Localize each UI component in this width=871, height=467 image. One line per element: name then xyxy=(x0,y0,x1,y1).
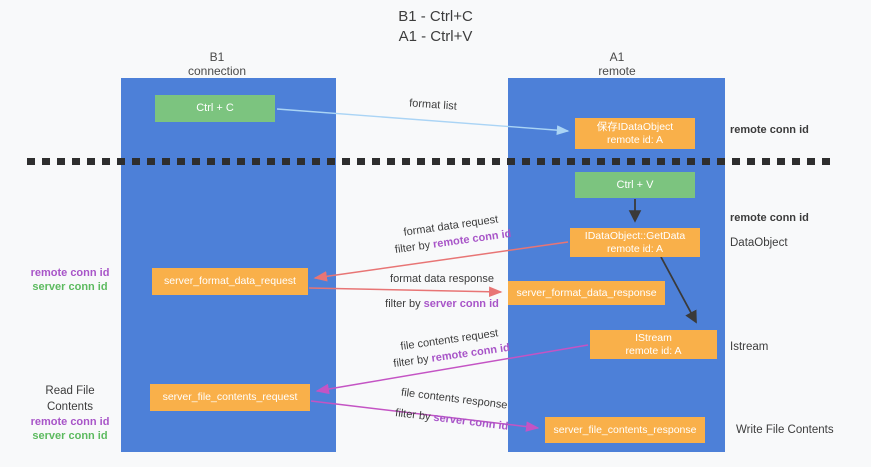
filter-prefix: filter by xyxy=(385,298,424,310)
page-title: B1 - Ctrl+C A1 - Ctrl+V xyxy=(0,7,871,47)
label-remote-conn-id-mid-right: remote conn id xyxy=(730,212,809,224)
node-server-format-data-request: server_format_data_request xyxy=(152,268,308,295)
lane-a1-name: A1 xyxy=(609,50,625,64)
label-group-read-file-contents: Read File Contents remote conn id server… xyxy=(22,383,118,443)
title-line-1: B1 - Ctrl+C xyxy=(398,8,473,25)
node-istream-line2: remote id: A xyxy=(625,344,682,357)
label-remote-conn-id-top-right: remote conn id xyxy=(730,124,809,136)
label-remote-conn-id-bottom-left: remote conn id xyxy=(30,416,110,428)
filter-prefix: filter by xyxy=(392,352,433,371)
node-server-file-contents-response: server_file_contents_response xyxy=(545,417,705,443)
node-istream-line1: IStream xyxy=(635,331,672,344)
label-read-file-contents: Read File Contents xyxy=(45,385,95,413)
filter-server-conn-id: server conn id xyxy=(423,298,499,310)
node-server-format-data-response-label: server_format_data_response xyxy=(516,286,657,299)
session-divider-dashed-line xyxy=(27,158,831,165)
label-group-conn-ids-top-left: remote conn id server conn id xyxy=(24,266,116,294)
node-server-format-data-response: server_format_data_response xyxy=(508,281,665,305)
node-ctrl-v-label: Ctrl + V xyxy=(616,178,654,191)
node-ctrl-c-label: Ctrl + C xyxy=(196,102,234,114)
node-server-file-contents-response-label: server_file_contents_response xyxy=(553,423,697,436)
label-dataobject: DataObject xyxy=(730,237,788,249)
lane-header-b1: B1 connection xyxy=(157,50,277,78)
lane-header-a1: A1 remote xyxy=(557,50,677,78)
node-saved-dataobject-line2: remote id: A xyxy=(606,133,664,146)
node-server-file-contents-request: server_file_contents_request xyxy=(150,384,310,411)
label-server-conn-id-bottom-left: server conn id xyxy=(32,430,108,442)
node-server-format-data-request-label: server_format_data_request xyxy=(164,275,296,287)
node-getdata-line2: remote id: A xyxy=(606,242,664,255)
format-data-response-text: format data response xyxy=(390,273,494,285)
label-write-file-contents: Write File Contents xyxy=(736,424,834,436)
filter-prefix: filter by xyxy=(394,407,435,424)
label-remote-conn-id-left: remote conn id xyxy=(30,267,110,279)
title-line-2: A1 - Ctrl+V xyxy=(398,28,473,45)
flow-label-format-data-response: format data response filter by server co… xyxy=(372,271,512,312)
node-saved-dataobject: 保存IDataObject remote id: A xyxy=(575,118,695,149)
flow-label-file-contents-response: file contents response filter by server … xyxy=(376,382,529,437)
format-data-response-filter: filter by server conn id xyxy=(372,296,512,312)
lane-b1-name: B1 xyxy=(209,50,225,64)
filter-prefix: filter by xyxy=(394,238,434,257)
filter-server-conn-id: server conn id xyxy=(432,411,509,433)
node-ctrl-v: Ctrl + V xyxy=(575,172,695,198)
flow-label-file-contents-request: file contents request filter by remote c… xyxy=(376,322,524,374)
flow-label-format-data-request: format data request filter by remote con… xyxy=(380,208,523,259)
lane-b1-subtitle: connection xyxy=(187,64,247,78)
label-server-conn-id-left: server conn id xyxy=(32,281,108,293)
flow-label-format-list: format list xyxy=(408,97,458,113)
node-saved-dataobject-line1: 保存IDataObject xyxy=(596,120,674,133)
node-ctrl-c: Ctrl + C xyxy=(155,95,275,122)
node-idataobject-getdata: IDataObject::GetData remote id: A xyxy=(570,228,700,257)
label-istream: Istream xyxy=(730,341,769,353)
node-istream: IStream remote id: A xyxy=(590,330,717,359)
node-getdata-line1: IDataObject::GetData xyxy=(584,229,686,242)
node-server-file-contents-request-label: server_file_contents_request xyxy=(162,391,298,403)
lane-a1-subtitle: remote xyxy=(598,64,636,78)
